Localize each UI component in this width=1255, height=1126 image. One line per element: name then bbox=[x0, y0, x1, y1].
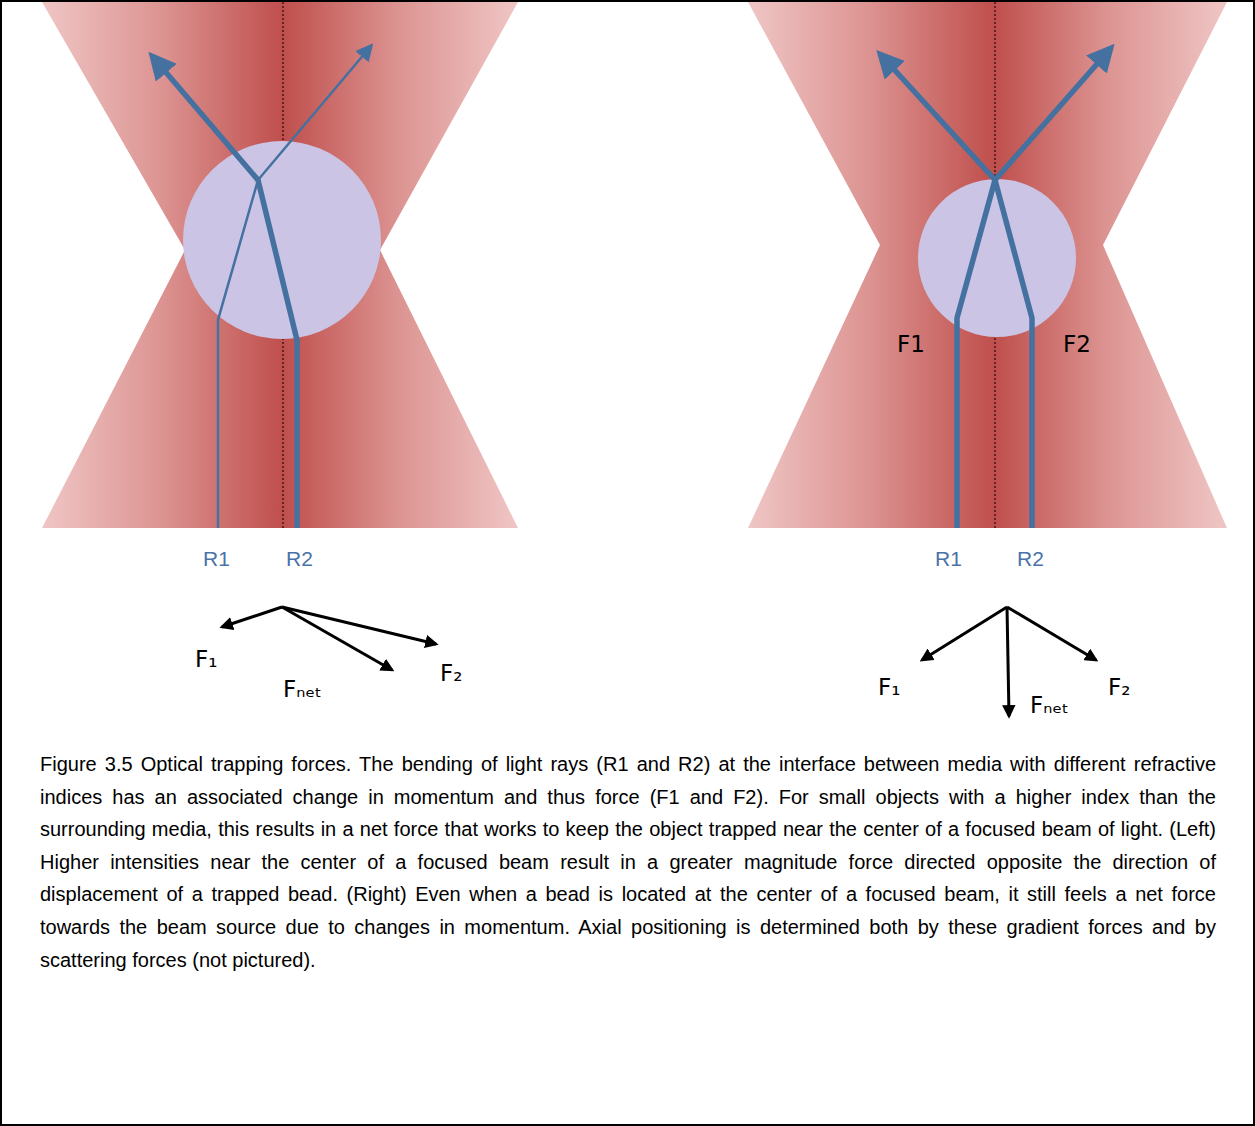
force-label: F2 bbox=[1063, 333, 1091, 356]
force-label: Fₙₑₜ bbox=[1030, 694, 1069, 717]
ray-label: R1 bbox=[203, 548, 230, 569]
force-label: F₁ bbox=[878, 676, 900, 699]
force-label: F₂ bbox=[1108, 676, 1130, 699]
ray-label: R2 bbox=[286, 548, 313, 569]
left-beam-panel bbox=[42, 2, 518, 670]
focused-beam bbox=[748, 2, 1227, 528]
right-beam-panel bbox=[748, 2, 1227, 716]
trapped-bead bbox=[918, 179, 1076, 337]
focused-beam bbox=[42, 2, 518, 528]
force-vector bbox=[282, 607, 392, 670]
force-label: F₂ bbox=[440, 662, 462, 685]
figure-caption: Figure 3.5 Optical trapping forces. The … bbox=[40, 748, 1216, 976]
force-vector bbox=[922, 607, 1007, 660]
light-ray bbox=[152, 56, 297, 528]
force-vector bbox=[282, 607, 436, 644]
ray-label: R1 bbox=[935, 548, 962, 569]
light-ray bbox=[995, 48, 1111, 528]
ray-label: R2 bbox=[1017, 548, 1044, 569]
force-label: F₁ bbox=[195, 648, 217, 671]
force-label: F1 bbox=[897, 333, 925, 356]
force-label: Fₙₑₜ bbox=[283, 678, 322, 701]
force-vector bbox=[222, 607, 282, 627]
light-ray bbox=[880, 54, 995, 528]
force-vector bbox=[1007, 607, 1096, 660]
trapped-bead bbox=[183, 141, 381, 339]
force-vector bbox=[1007, 607, 1009, 716]
